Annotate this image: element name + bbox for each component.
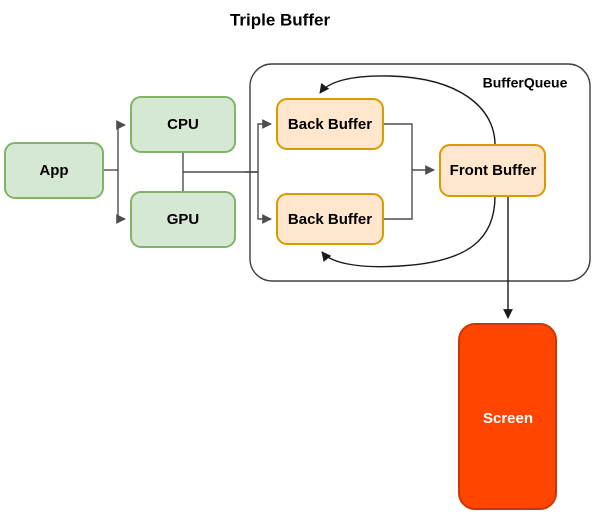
node-app[interactable]: App xyxy=(4,142,104,199)
node-gpu[interactable]: GPU xyxy=(130,191,236,248)
node-back-buffer-top[interactable]: Back Buffer xyxy=(276,98,384,150)
front-buffer-label: Front Buffer xyxy=(450,162,537,179)
edge-to-back-buffer-bottom xyxy=(245,171,272,224)
back-buffer-top-box[interactable] xyxy=(276,98,384,150)
edge-back-top-out xyxy=(383,123,413,170)
back-buffer-bottom-box[interactable] xyxy=(276,193,384,245)
app-label: App xyxy=(39,162,68,179)
node-cpu[interactable]: CPU xyxy=(130,96,236,153)
node-back-buffer-bottom[interactable]: Back Buffer xyxy=(276,193,384,245)
edge-to-back-buffer-top xyxy=(245,119,272,173)
cpu-box[interactable] xyxy=(130,96,236,153)
edge-back-bottom-out xyxy=(383,170,413,220)
screen-box[interactable] xyxy=(458,323,557,510)
node-screen[interactable]: Screen xyxy=(458,323,557,510)
page-title: Triple Buffer xyxy=(230,10,331,29)
back-buffer-top-label: Back Buffer xyxy=(288,116,372,133)
gpu-box[interactable] xyxy=(130,191,236,248)
screen-label: Screen xyxy=(483,410,533,427)
edge-front-to-back-buffer-bottom xyxy=(321,195,496,268)
cpu-label: CPU xyxy=(167,116,199,133)
buffer-queue-label: BufferQueue xyxy=(483,75,568,91)
gpu-label: GPU xyxy=(167,211,200,228)
edge-app-to-gpu xyxy=(116,170,126,224)
edge-front-to-back-buffer-top xyxy=(319,75,496,146)
node-front-buffer[interactable]: Front Buffer xyxy=(439,144,546,197)
back-buffer-bottom-label: Back Buffer xyxy=(288,211,372,228)
front-buffer-box[interactable] xyxy=(439,144,546,197)
app-box[interactable] xyxy=(4,142,104,199)
edge-app-to-cpu xyxy=(116,120,126,170)
